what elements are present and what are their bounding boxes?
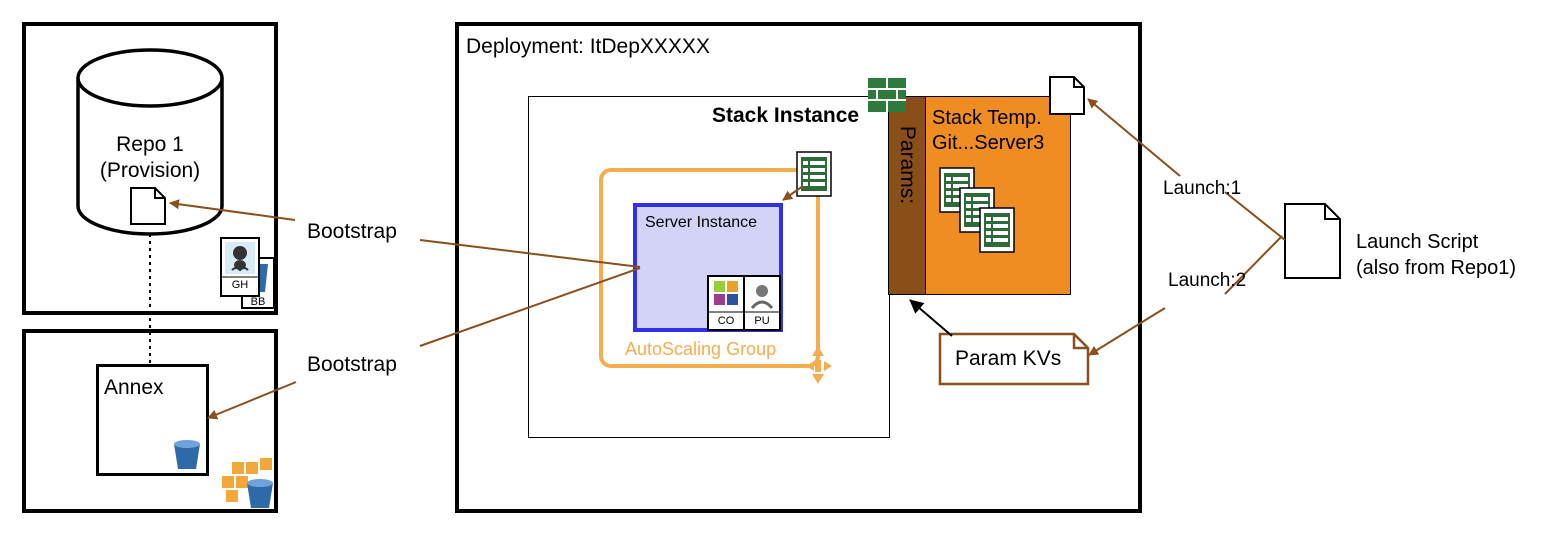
template-doc-icon — [1049, 76, 1085, 115]
repo-subtitle: (Provision) — [99, 159, 201, 182]
autoscale-arrows-icon — [806, 346, 832, 384]
launch-1-label: Launch:1 — [1163, 178, 1242, 199]
bitbucket-badge-label: BB — [250, 296, 266, 308]
autoscaling-label: AutoScaling Group — [625, 339, 777, 359]
bootstrap-lines — [169, 98, 1286, 420]
centos-badge-label: CO — [717, 315, 735, 327]
repo-title: Repo 1 — [116, 133, 184, 156]
bootstrap-doc-icon — [130, 187, 166, 225]
template-sheets-icon — [939, 167, 1015, 253]
repo-database-icon — [76, 48, 224, 236]
stack-template-line1: Stack Temp. — [932, 107, 1042, 129]
annex-bucket-icon — [174, 440, 200, 469]
launch-script-line1: Launch Script — [1356, 231, 1479, 253]
annex-title: Annex — [104, 376, 164, 399]
stack-instance-title: Stack Instance — [712, 104, 860, 127]
bootstrap-label-1: Bootstrap — [307, 220, 397, 243]
stack-template-line2: Git...Server3 — [932, 132, 1045, 154]
launch-2-label: Launch:2 — [1168, 270, 1247, 291]
launch-script-doc — [1284, 203, 1341, 279]
param-kvs-arrow — [909, 299, 953, 337]
github-icon — [220, 237, 260, 297]
aws-bucket-icon — [247, 479, 273, 508]
param-kvs-doc — [938, 332, 1090, 386]
aws-cubes-icon — [222, 458, 272, 502]
puppet-badge-label: PU — [754, 315, 770, 327]
param-kvs-label: Param KVs — [955, 347, 1062, 370]
launch-script-line2: (also from Repo1) — [1356, 257, 1517, 279]
config-sheet-icon — [796, 151, 832, 197]
firewall-icon — [868, 78, 906, 112]
puppet-icon — [743, 275, 781, 331]
server-instance-title: Server Instance — [645, 214, 758, 231]
github-badge-label: GH — [231, 279, 249, 291]
autoscaling-group — [599, 168, 820, 368]
deployment-title: Deployment: ItDepXXXXX — [466, 35, 710, 58]
bootstrap-label-2: Bootstrap — [307, 353, 397, 376]
